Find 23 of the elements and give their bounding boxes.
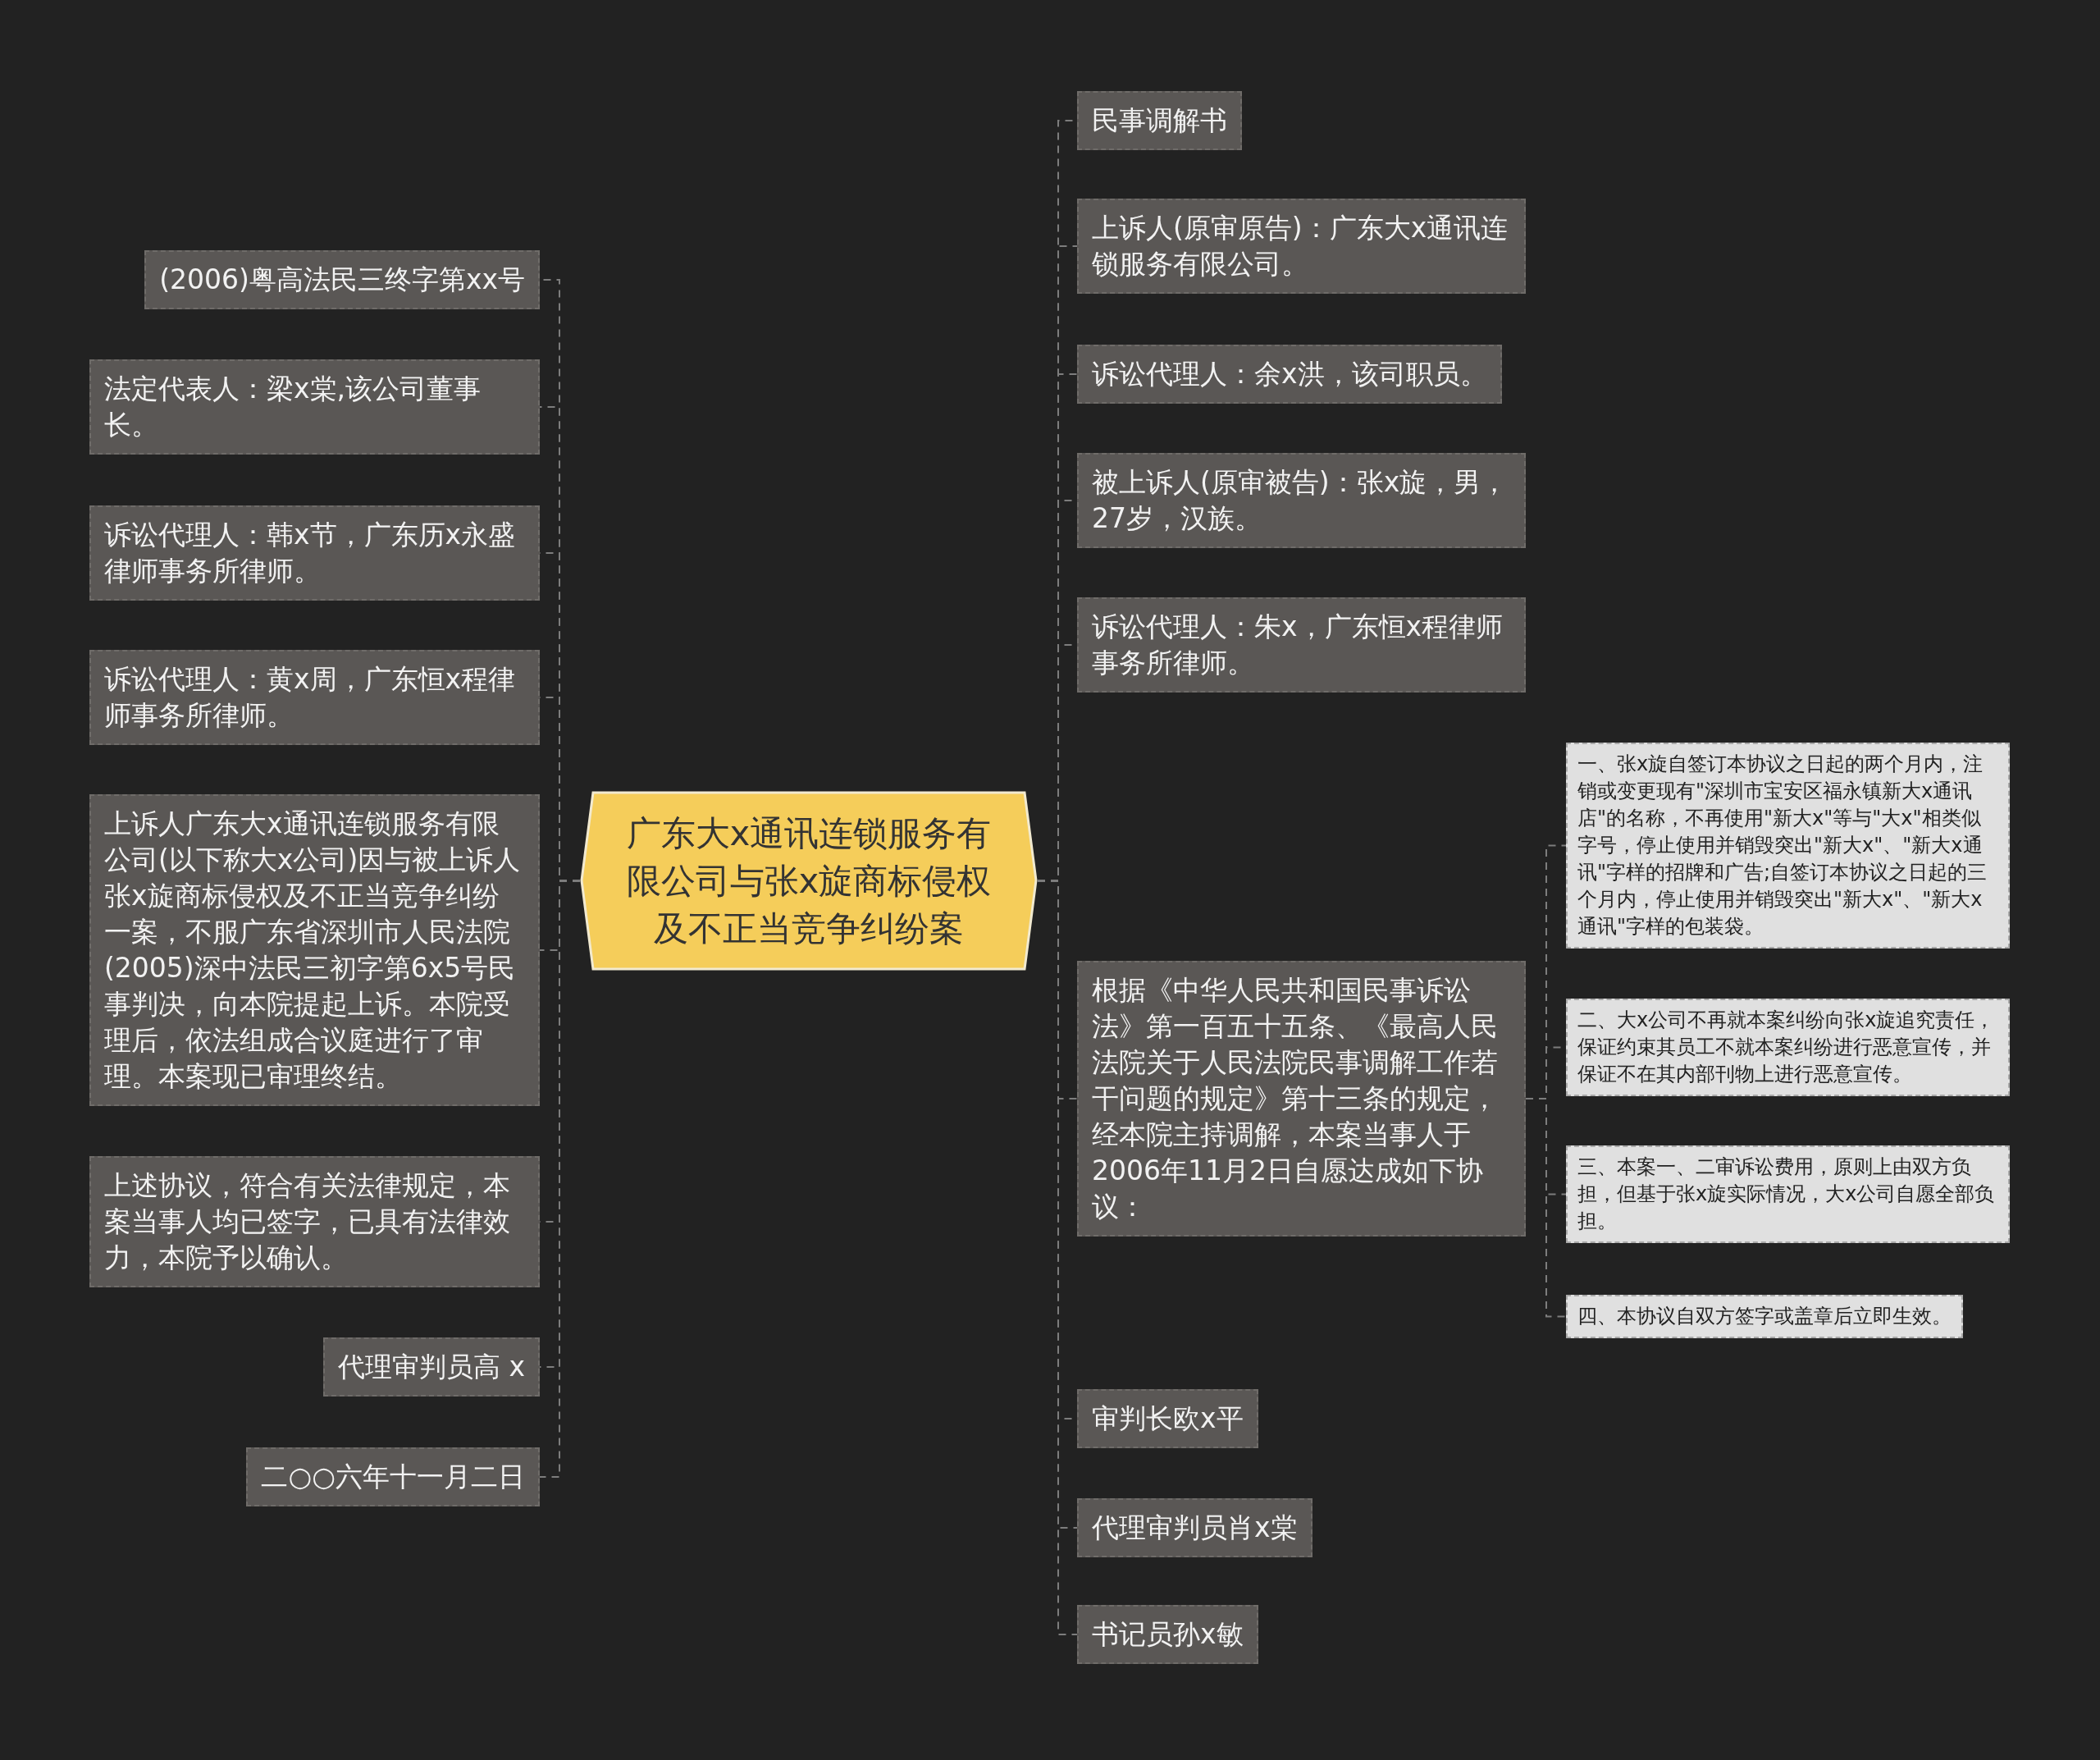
text-box: 书记员孙x敏 xyxy=(1077,1605,1258,1664)
text-box: 民事调解书 xyxy=(1077,91,1242,150)
text-box: 三、本案一、二审诉讼费用，原则上由双方负担，但基于张x旋实际情况，大x公司自愿全部负担。 xyxy=(1566,1145,2010,1243)
text-box: 一、张x旋自签订本协议之日起的两个月内，注销或变更现有"深圳市宝安区福永镇新大x通讯店"的名称，不再使用"新大x"等与"大x"相类似字号，停止使用并销毁突出"新大x"、"新大x通讯"字样的招牌和广告;自签订本协议之日起的三个月内，停止使用并销毁突出"新大x"、"新大x通讯"字样的包装袋。 xyxy=(1566,743,2010,949)
text-box: 诉讼代理人：黄x周，广东恒x程律师事务所律师。 xyxy=(89,650,540,745)
text-box: 诉讼代理人：朱x，广东恒x程律师事务所律师。 xyxy=(1077,597,1526,693)
text-box: 上述协议，符合有关法律规定，本案当事人均已签字，已具有法律效力，本院予以确认。 xyxy=(89,1156,540,1287)
text-box: 诉讼代理人：韩x节，广东历x永盛律师事务所律师。 xyxy=(89,505,540,601)
text-box: 上诉人(原审原告)：广东大x通讯连锁服务有限公司。 xyxy=(1077,199,1526,294)
text-box: 上诉人广东大x通讯连锁服务有限公司(以下称大x公司)因与被上诉人张x旋商标侵权及不正当竞争纠纷一案，不服广东省深圳市人民法院(2005)深中法民三初字第6x5号民事判决，向本院提起上诉。本院受理后，依法组成合议庭进行了审理。本案现已审理终结。 xyxy=(89,794,540,1106)
text-box: 二○○六年十一月二日 xyxy=(246,1447,540,1506)
text-box: 代理审判员高 x xyxy=(322,1337,540,1397)
text-box: 根据《中华人民共和国民事诉讼法》第一百五十五条、《最高人民法院关于人民法院民事调解工作若干问题的规定》第十三条的规定，经本院主持调解，本案当事人于2006年11月2日自愿达成如下协议： xyxy=(1077,961,1526,1237)
text-box: 法定代表人：梁x棠,该公司董事长。 xyxy=(89,359,540,455)
text-box: 二、大x公司不再就本案纠纷向张x旋追究责任，保证约束其员工不就本案纠纷进行恶意宣传，并保证不在其内部刊物上进行恶意宣传。 xyxy=(1566,999,2010,1096)
text-box: 诉讼代理人：余x洪，该司职员。 xyxy=(1077,345,1502,404)
topic-box: 广东大x通讯连锁服务有限公司与张x旋商标侵权及不正当竞争纠纷案 xyxy=(580,790,1038,971)
text-box: 四、本协议自双方签字或盖章后立即生效。 xyxy=(1566,1295,1963,1338)
text-box: (2006)粤高法民三终字第xx号 xyxy=(144,250,540,309)
text-box: 审判长欧x平 xyxy=(1077,1389,1258,1448)
text-box: 代理审判员肖x棠 xyxy=(1077,1498,1312,1557)
connector-line xyxy=(1525,1098,1567,1318)
text-box: 被上诉人(原审被告)：张x旋，男，27岁，汉族。 xyxy=(1077,453,1526,548)
